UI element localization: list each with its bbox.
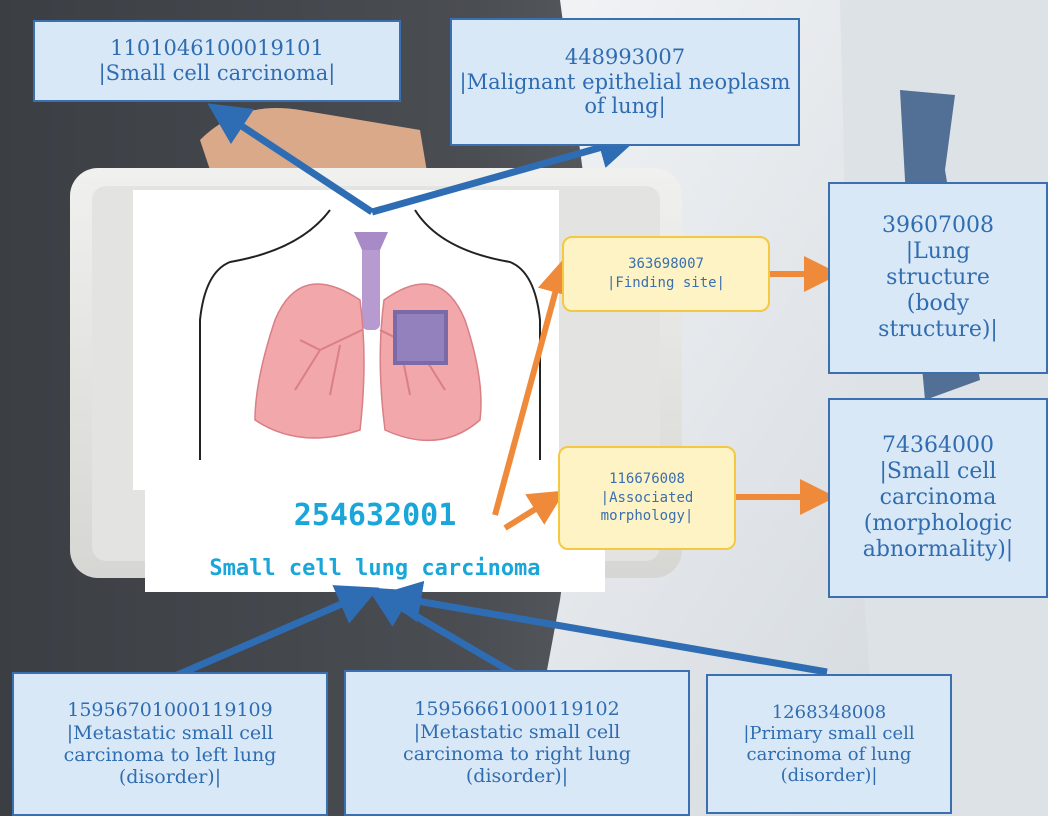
child-name: |Primary small cell carcinoma of lung (d… [743,722,915,787]
child-code: 15956661000119102 [414,698,620,721]
value-code: 74364000 [882,433,994,459]
parent-name: |Small cell carcinoma| [98,61,336,85]
attribute-code: 363698007 [628,256,704,273]
value-concept-box: 39607008 |Lung structure (body structure… [828,182,1048,374]
child-code: 1268348008 [771,701,887,723]
value-name: |Lung structure (body structure)| [878,239,998,342]
center-concept-name: Small cell lung carcinoma [209,556,541,581]
attribute-box-morphology: 116676008 |Associated morphology| [558,446,736,550]
parent-concept-box: 1101046100019101 |Small cell carcinoma| [33,20,401,102]
attribute-box-finding-site: 363698007 |Finding site| [562,236,770,312]
parent-code: 1101046100019101 [110,36,324,61]
child-code: 15956701000119109 [67,699,273,722]
center-concept-code: 254632001 [293,498,457,533]
value-concept-box: 74364000 |Small cell carcinoma (morpholo… [828,398,1048,598]
parent-code: 448993007 [564,44,686,69]
child-concept-box: 15956661000119102 |Metastatic small cell… [344,670,690,816]
attribute-name: |Associated morphology| [600,489,694,525]
value-name: |Small cell carcinoma (morphologic abnor… [862,459,1014,562]
parent-concept-box: 448993007 |Malignant epithelial neoplasm… [450,18,800,146]
child-concept-box: 1268348008 |Primary small cell carcinoma… [706,674,952,814]
value-code: 39607008 [882,213,994,239]
attribute-name: |Finding site| [606,275,725,291]
parent-name: |Malignant epithelial neoplasm of lung| [459,69,791,119]
attribute-code: 116676008 [609,470,685,487]
child-concept-box: 15956701000119109 |Metastatic small cell… [12,672,328,816]
child-name: |Metastatic small cell carcinoma to left… [63,721,277,789]
child-name: |Metastatic small cell carcinoma to righ… [403,720,631,788]
